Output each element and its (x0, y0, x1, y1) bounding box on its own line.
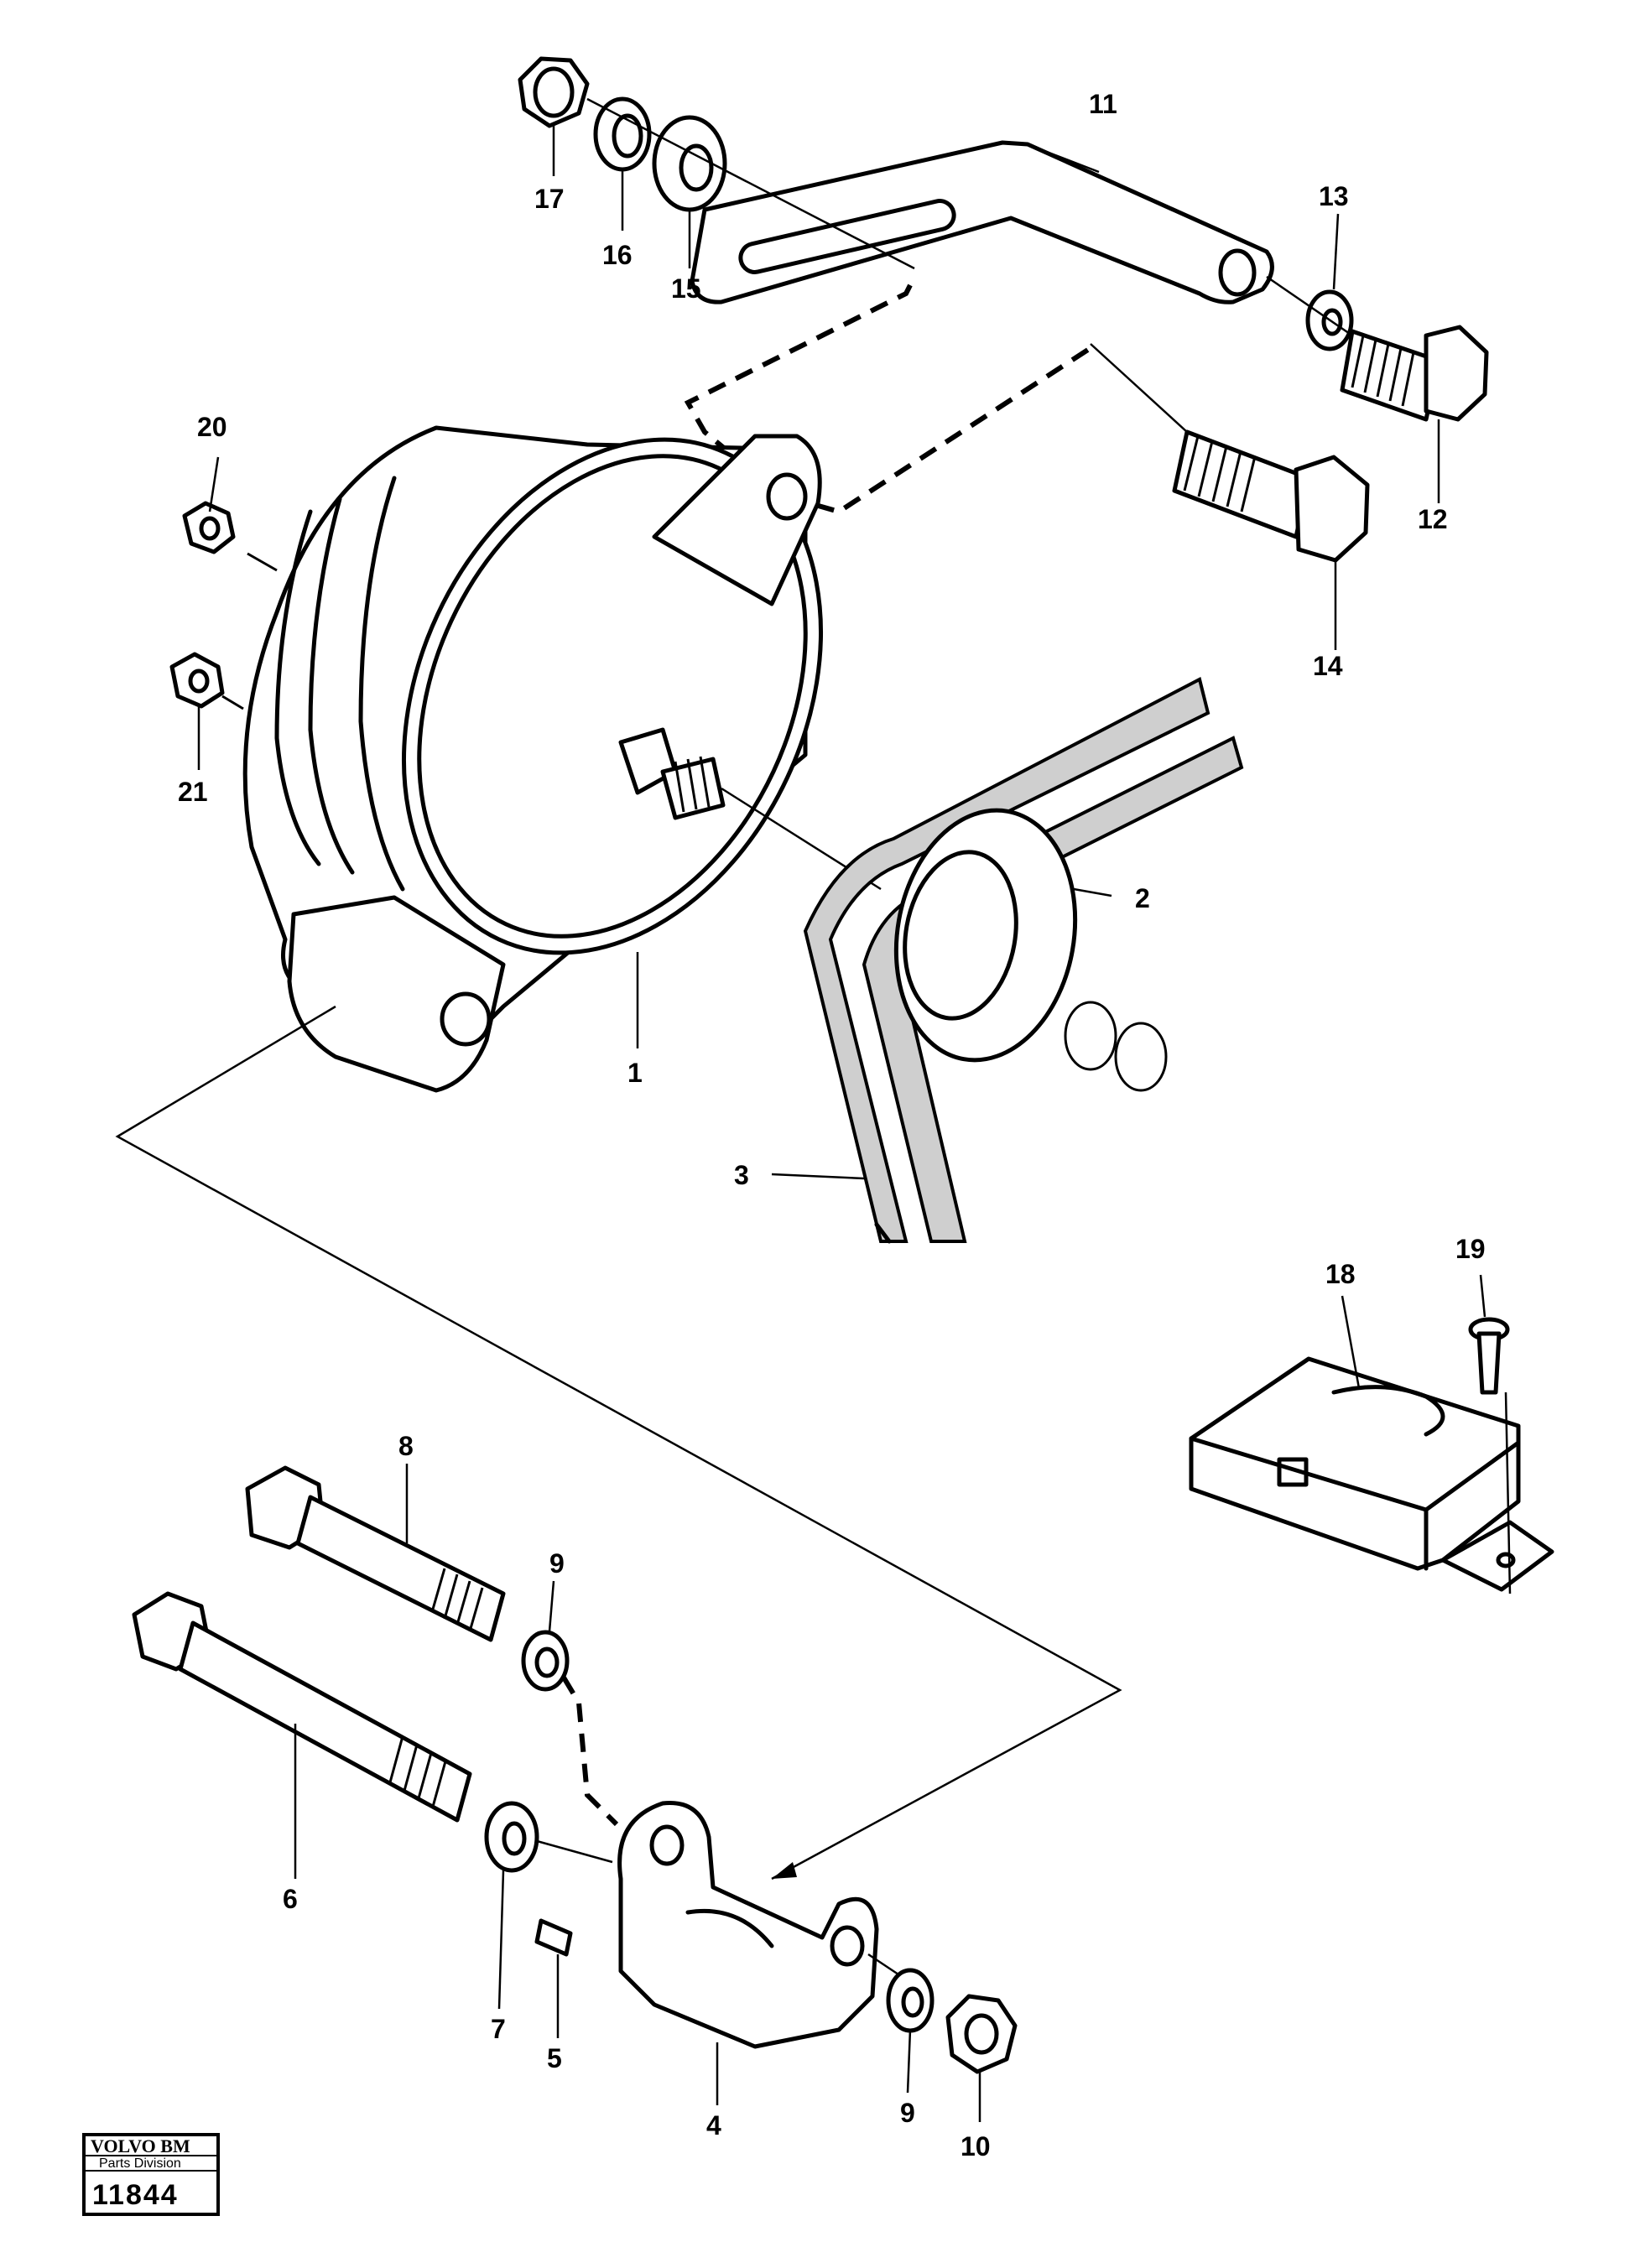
callout-21: 21 (178, 777, 208, 807)
callout-10: 10 (961, 2131, 991, 2161)
nut-21 (169, 652, 225, 709)
callout-12: 12 (1418, 504, 1448, 534)
spring-washer-16 (593, 96, 652, 172)
nut-10 (945, 1994, 1018, 2074)
bolt-8 (245, 1465, 506, 1642)
flat-washer-15 (652, 115, 727, 212)
callout-4: 4 (706, 2110, 721, 2141)
screw-19 (1468, 1317, 1510, 1395)
callout-9-lower: 9 (900, 2098, 915, 2128)
callout-labels: 1 2 3 4 5 6 7 8 9 9 10 11 12 13 14 15 16… (178, 89, 1486, 2161)
callout-7: 7 (491, 2014, 506, 2044)
callout-9-upper: 9 (549, 1548, 565, 1579)
voltage-regulator (1189, 1356, 1554, 1592)
callout-15: 15 (671, 273, 701, 304)
washer-9-lower (886, 1968, 935, 2033)
pin-5 (534, 1918, 573, 1957)
nut-20 (182, 501, 236, 554)
nut-17 (518, 56, 590, 128)
washer-7 (484, 1801, 539, 1873)
callout-3: 3 (734, 1160, 749, 1190)
bolt-14 (1172, 429, 1370, 563)
callout-2: 2 (1135, 883, 1150, 913)
stamp-brand: VOLVO BM (91, 2135, 190, 2156)
callout-20: 20 (197, 412, 227, 442)
callout-16: 16 (602, 240, 633, 270)
callout-19: 19 (1455, 1234, 1486, 1264)
pulley (893, 808, 1168, 1092)
washer-9-upper (521, 1630, 570, 1692)
callout-6: 6 (283, 1884, 298, 1914)
callout-1: 1 (627, 1058, 643, 1088)
stamp-division: Parts Division (99, 2156, 181, 2171)
callout-8: 8 (398, 1431, 414, 1461)
alternator (242, 425, 823, 1093)
adjusting-bracket (690, 140, 1274, 304)
callout-14: 14 (1313, 651, 1343, 681)
bolt-12 (1340, 325, 1489, 422)
stamp-number: 11844 (92, 2179, 179, 2211)
volvo-bm-stamp: VOLVO BM Parts Division 11844 (82, 2133, 220, 2216)
callout-18: 18 (1325, 1259, 1356, 1289)
callout-17: 17 (534, 184, 565, 214)
leader-lines (197, 126, 1486, 2122)
callout-11: 11 (1089, 89, 1117, 119)
alternator-bracket (617, 1801, 879, 2049)
callout-13: 13 (1319, 181, 1349, 211)
callout-5: 5 (547, 2043, 562, 2073)
bolt-6 (132, 1591, 472, 1823)
